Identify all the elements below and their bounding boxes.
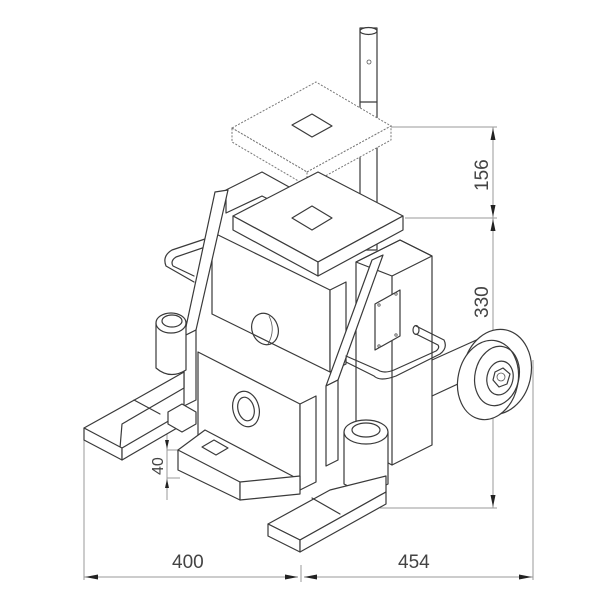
plate-recess	[291, 113, 333, 138]
left-foot	[83, 371, 197, 461]
right-handle-bar	[345, 324, 446, 380]
dim-156-label: 156	[472, 159, 493, 191]
dim-400-label: 400	[172, 552, 204, 573]
dim-40-label: 40	[150, 457, 167, 475]
top-plate-exploded	[230, 81, 393, 187]
label-plate	[374, 289, 401, 351]
left-lift-cylinder	[155, 312, 187, 376]
left-handle-bar	[164, 235, 215, 283]
body-top-cover	[232, 171, 404, 277]
dimension-lines	[83, 126, 534, 582]
front-lower-box	[197, 351, 317, 491]
front-center-foot	[177, 429, 301, 501]
foot-recess	[201, 439, 229, 456]
right-front-foot	[267, 475, 387, 553]
side-rails	[183, 189, 384, 467]
wheel-assembly	[431, 328, 533, 421]
right-side-box	[355, 239, 433, 466]
dimension-labels: 156 330 40 400 454	[150, 159, 493, 573]
cover-recess	[291, 205, 333, 231]
dim-454-label: 454	[398, 552, 430, 573]
dim-330-label: 330	[472, 286, 493, 318]
